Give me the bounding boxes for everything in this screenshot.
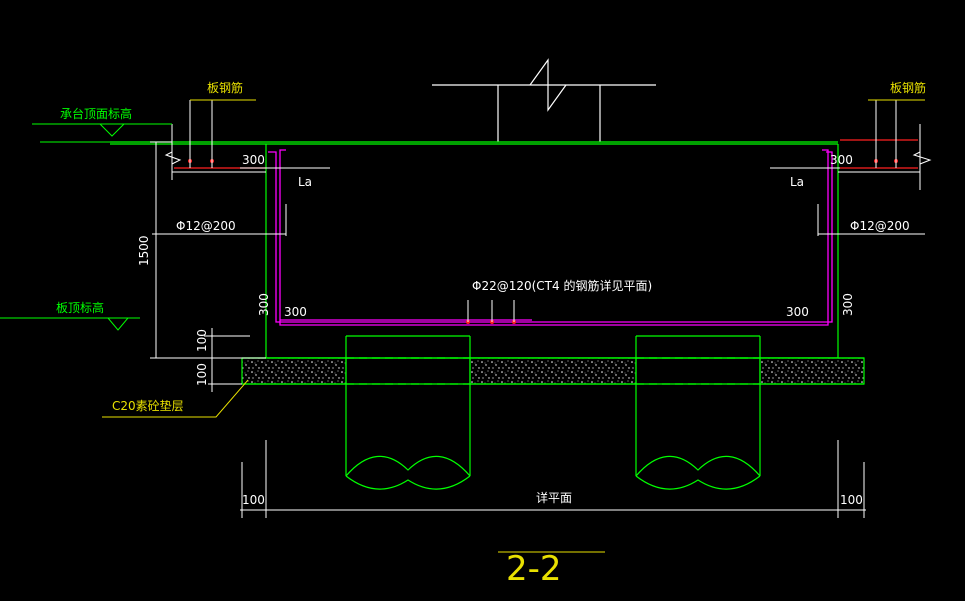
dim-300-top-right: 300 — [830, 153, 853, 167]
dim-1500: 1500 — [137, 235, 151, 266]
label-slab-rebar-left: 板钢筋 — [207, 80, 243, 95]
column-above — [432, 58, 656, 142]
dim-300-bot-left: 300 — [284, 305, 307, 319]
slab-left — [164, 124, 266, 180]
dim-100-lower: 100 — [195, 363, 209, 386]
label-la-left: La — [298, 175, 312, 189]
rebar-dots — [188, 159, 898, 324]
label-slab-top-elev: 板顶标高 — [56, 300, 104, 315]
dim-100-right: 100 — [840, 493, 863, 507]
dim-300-bot-right: 300 — [786, 305, 809, 319]
dim-300-vert-left: 300 — [257, 293, 271, 316]
label-slab-rebar-right: 板钢筋 — [890, 80, 926, 95]
slab-right — [838, 124, 932, 190]
cap-rebar-magenta — [268, 149, 833, 326]
dim-300-top-left: 300 — [242, 153, 265, 167]
label-la-right: La — [790, 175, 804, 189]
label-rebar-left: Φ12@200 — [176, 219, 236, 233]
label-plan-ref: 详平面 — [536, 490, 572, 505]
label-bottom-rebar: Φ22@120(CT4 的钢筋详见平面) — [472, 278, 652, 293]
leaders-yellow — [102, 99, 925, 553]
elevation-markers — [0, 123, 172, 331]
pile-left — [345, 335, 471, 490]
dim-100-left: 100 — [242, 493, 265, 507]
dimensions — [150, 141, 925, 518]
section-title: 2-2 — [506, 549, 562, 589]
label-rebar-right: Φ12@200 — [850, 219, 910, 233]
dim-300-vert-right: 300 — [841, 293, 855, 316]
texts: 板钢筋 板钢筋 承台顶面标高 板顶标高 C20素砼垫层 300 300 La L… — [56, 80, 926, 589]
label-cushion: C20素砼垫层 — [112, 398, 184, 413]
cushion-layer — [241, 357, 865, 385]
pile-right — [635, 335, 761, 490]
pile-cap-outline — [110, 141, 839, 359]
dim-100-upper: 100 — [195, 329, 209, 352]
label-cap-top-elev: 承台顶面标高 — [60, 106, 132, 121]
rebar-ticks — [189, 100, 897, 322]
